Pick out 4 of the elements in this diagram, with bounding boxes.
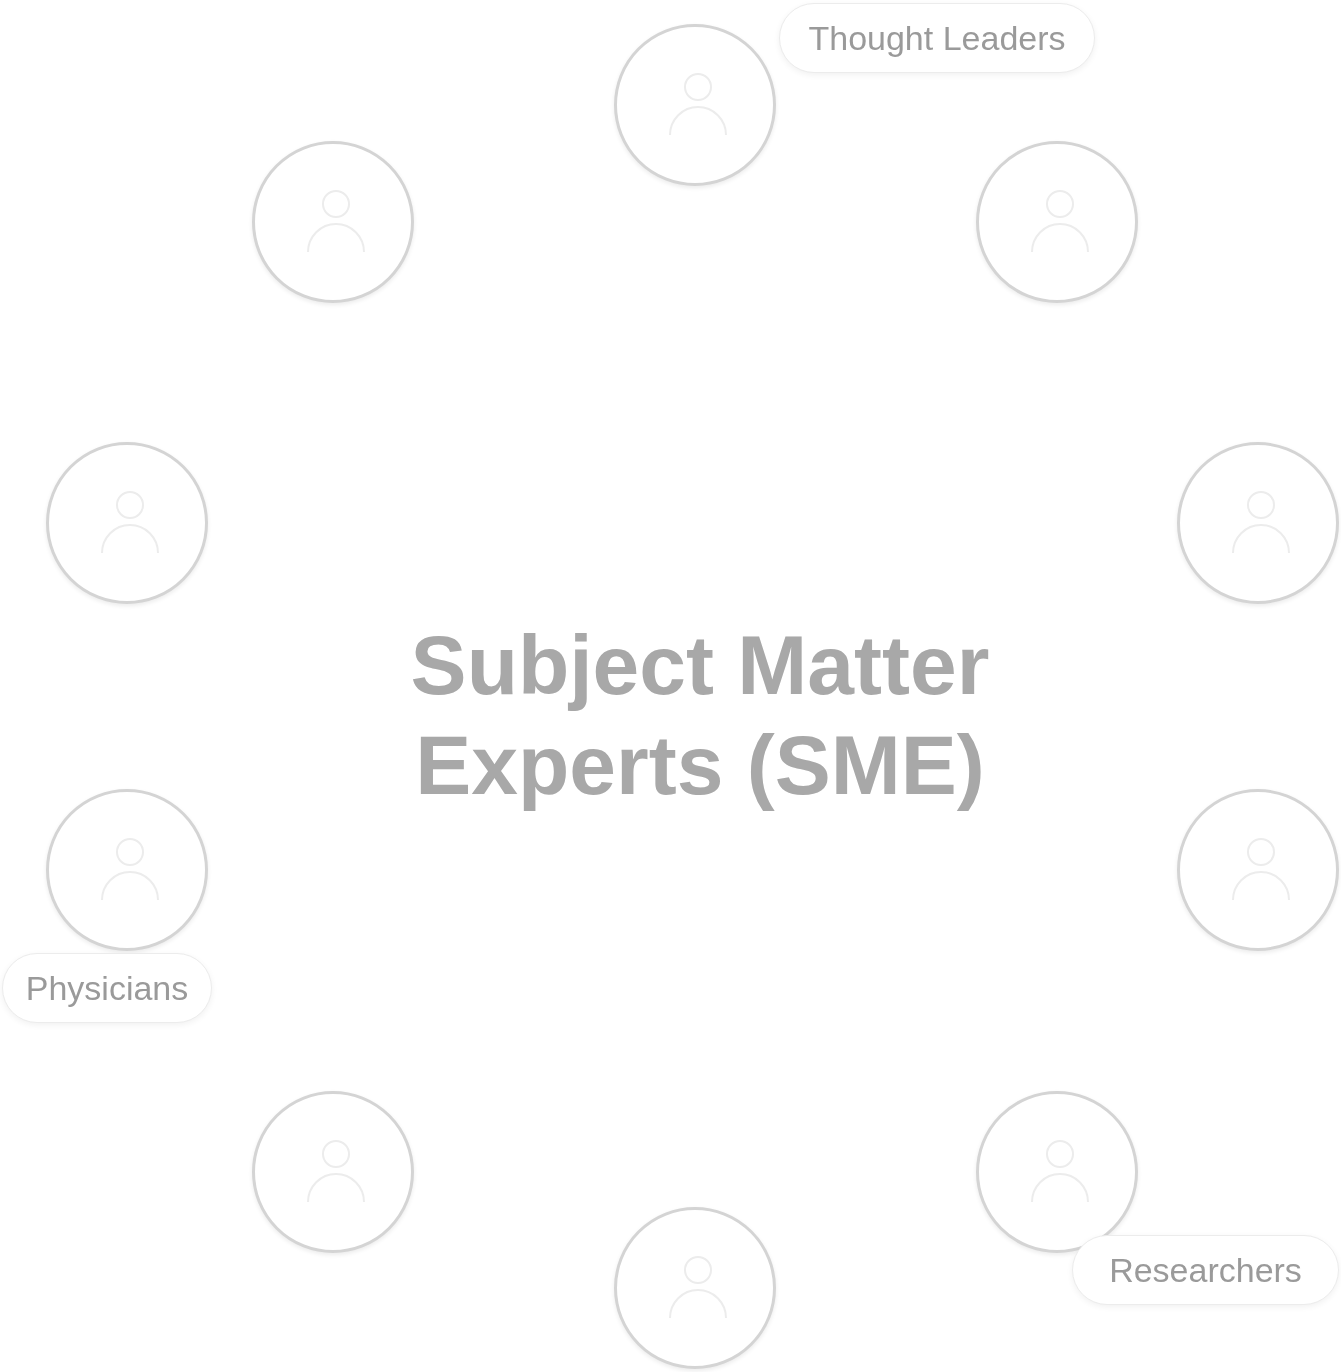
label-pill: Researchers (1072, 1235, 1339, 1305)
label-pill: Thought Leaders (779, 3, 1095, 73)
title-heading: Subject Matter Experts (SME) (409, 617, 991, 814)
label-pill: Physicians (2, 953, 212, 1023)
